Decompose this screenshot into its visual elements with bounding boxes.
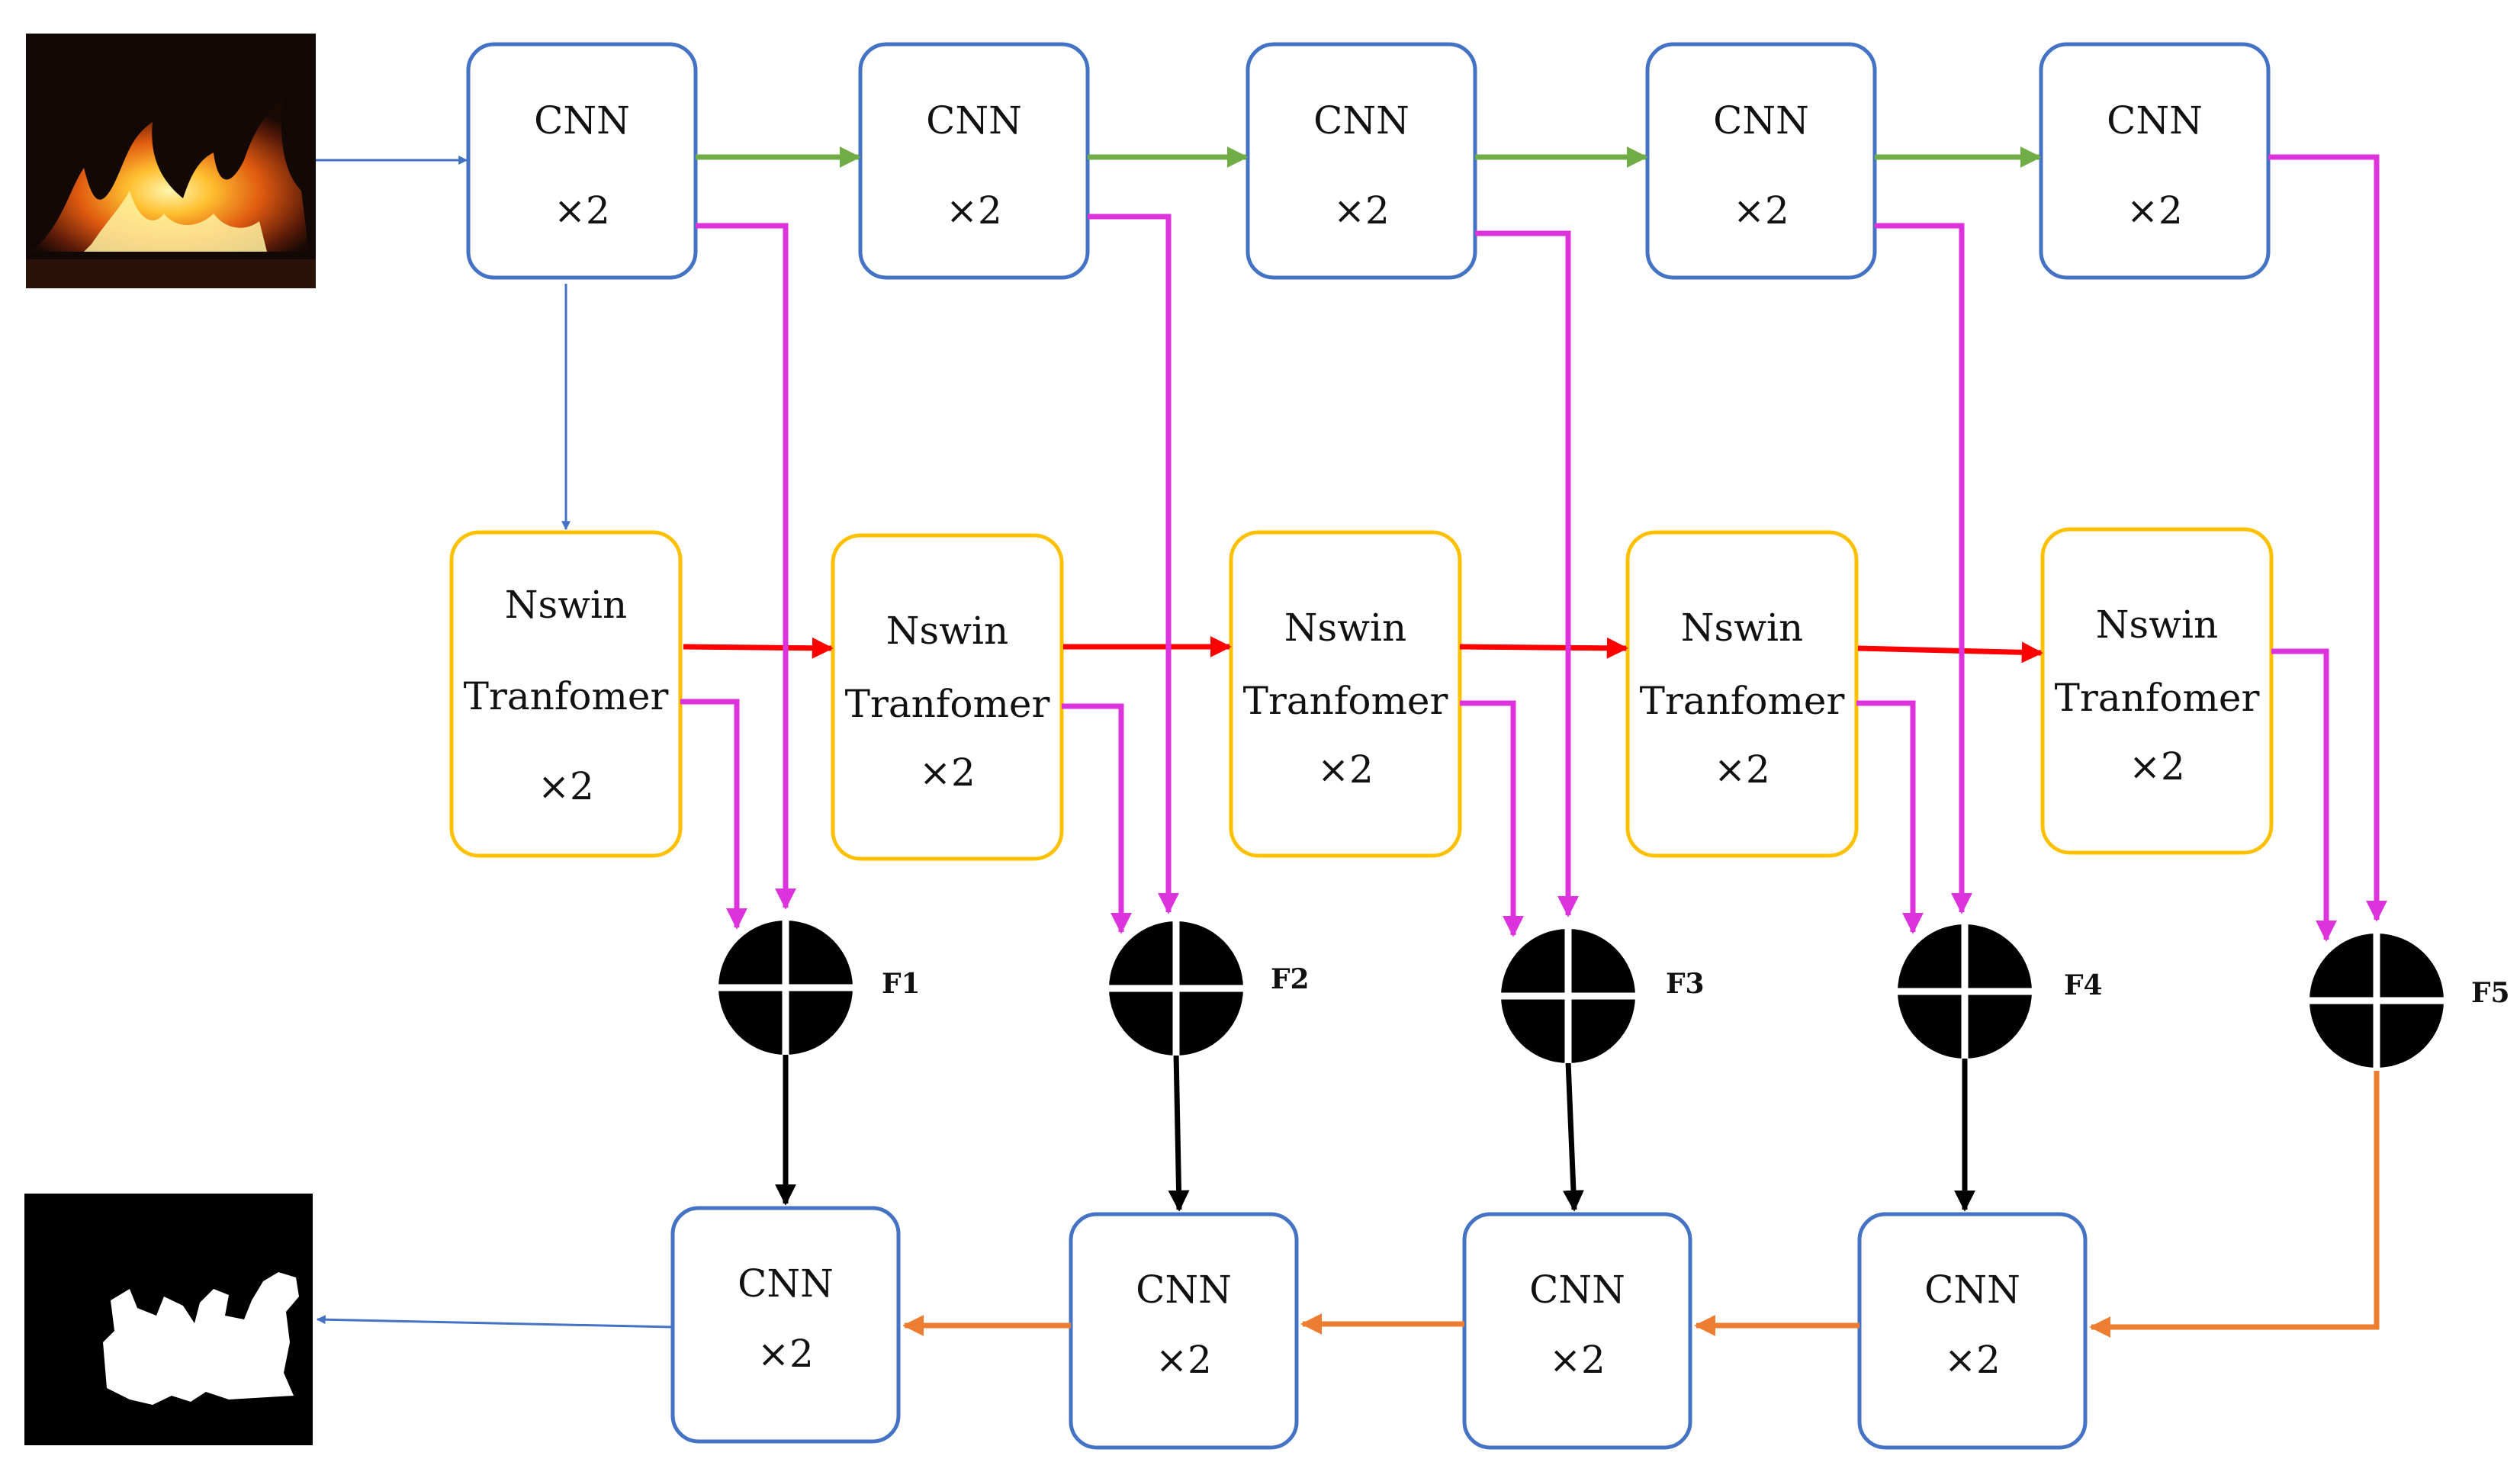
cnn-skip-arrow-3 — [1475, 230, 1579, 917]
cnn-skip-arrow-1 — [696, 223, 796, 910]
block-name: CNN — [926, 98, 1022, 143]
block-repeat: ×2 — [757, 1332, 814, 1376]
encoder-cnn-block-4: CNN ×2 — [1645, 42, 1877, 280]
transformer-block-4: Nswin Tranfomer ×2 — [1625, 530, 1859, 858]
fusion-label: F5 — [2471, 977, 2510, 1009]
block-name: CNN — [534, 98, 630, 143]
block-line1: Nswin — [2096, 603, 2218, 647]
transformer-arrow-3 — [1459, 637, 1628, 659]
fusion-down-arrow-2 — [1168, 1052, 1190, 1212]
block-name: CNN — [1713, 98, 1809, 143]
block-line1: Nswin — [1284, 606, 1406, 650]
transformer-row: Nswin Tranfomer ×2 Nswin Tranfomer ×2 Ns… — [449, 527, 2274, 861]
decoder-arrow-f5 — [2089, 1071, 2380, 1338]
input-image — [26, 34, 316, 288]
fire-mask-icon — [103, 1272, 299, 1405]
transformer-block-3: Nswin Tranfomer ×2 — [1229, 530, 1462, 858]
block-repeat: ×2 — [1156, 1338, 1212, 1382]
transformer-skip-arrow-1 — [680, 699, 747, 930]
output-arrow — [316, 1315, 673, 1329]
fusion-node-3: F3 — [1501, 929, 1705, 1063]
block-repeat: ×2 — [1333, 188, 1390, 233]
block-repeat: ×2 — [946, 188, 1002, 233]
block-repeat: ×2 — [919, 750, 976, 795]
encoder-row: CNN ×2 CNN ×2 CNN ×2 CNN ×2 CNN ×2 — [466, 42, 2271, 280]
decoder-cnn-block-2: CNN ×2 — [1069, 1212, 1299, 1450]
transformer-skip-arrow-3 — [1460, 700, 1524, 937]
block-name: CNN — [2107, 98, 2203, 143]
transformer-block-1: Nswin Tranfomer ×2 — [449, 530, 683, 858]
transformer-arrow-4 — [1857, 641, 2043, 664]
encoder-cnn-block-1: CNN ×2 — [466, 42, 698, 280]
fusion-label: F1 — [882, 968, 921, 1000]
block-name: CNN — [1136, 1268, 1232, 1312]
block-name: CNN — [1313, 98, 1409, 143]
cnn-skip-arrow-2 — [1088, 214, 1179, 914]
fire-photo-icon — [31, 99, 309, 252]
block-repeat: ×2 — [1944, 1338, 2001, 1382]
fusion-node-5: F5 — [2309, 934, 2510, 1068]
block-repeat: ×2 — [554, 188, 610, 233]
encoder-cnn-block-3: CNN ×2 — [1246, 42, 1477, 280]
fusion-label: F3 — [1666, 968, 1705, 1000]
fusion-node-4: F4 — [1898, 924, 2103, 1059]
block-repeat: ×2 — [1714, 747, 1770, 792]
block-line2: Tranfomer — [464, 674, 669, 718]
block-line2: Tranfomer — [1243, 679, 1448, 723]
block-repeat: ×2 — [1317, 747, 1374, 792]
transformer-skip-arrow-5 — [2271, 648, 2337, 942]
block-repeat: ×2 — [1549, 1338, 1606, 1382]
block-line1: Nswin — [886, 609, 1008, 653]
fusion-label: F2 — [1271, 963, 1310, 995]
transformer-arrow-1 — [683, 637, 834, 659]
fusion-down-arrow-3 — [1562, 1061, 1584, 1212]
encoder-cnn-block-5: CNN ×2 — [2039, 42, 2271, 280]
block-name: CNN — [738, 1261, 834, 1306]
transformer-block-2: Nswin Tranfomer ×2 — [831, 533, 1064, 861]
decoder-row: CNN ×2 CNN ×2 CNN ×2 CNN ×2 — [670, 1206, 2088, 1450]
block-line2: Tranfomer — [1640, 679, 1845, 723]
block-line2: Tranfomer — [845, 682, 1050, 726]
output-image — [24, 1194, 313, 1445]
transformer-skip-arrow-2 — [1062, 703, 1132, 934]
transformer-skip-arrow-4 — [1856, 700, 1924, 934]
fusion-label: F4 — [2064, 969, 2103, 1001]
block-name: CNN — [1924, 1268, 2020, 1312]
fusion-node-2: F2 — [1109, 921, 1310, 1056]
block-repeat: ×2 — [2126, 188, 2183, 233]
cnn-skip-arrow-4 — [1875, 223, 1972, 914]
decoder-cnn-block-3: CNN ×2 — [1462, 1212, 1692, 1450]
encoder-cnn-block-2: CNN ×2 — [858, 42, 1090, 280]
fusion-node-1: F1 — [718, 921, 921, 1055]
block-name: CNN — [1529, 1268, 1625, 1312]
block-line2: Tranfomer — [2055, 676, 2260, 720]
block-line1: Nswin — [1681, 606, 1803, 650]
block-repeat: ×2 — [2129, 744, 2185, 789]
block-repeat: ×2 — [1733, 188, 1789, 233]
block-repeat: ×2 — [538, 764, 594, 808]
decoder-cnn-block-1: CNN ×2 — [670, 1206, 901, 1444]
cnn-skip-arrow-5 — [2268, 154, 2387, 922]
decoder-cnn-block-4: CNN ×2 — [1857, 1212, 2088, 1450]
transformer-block-5: Nswin Tranfomer ×2 — [2040, 527, 2274, 855]
fusion-row: F1 F2 F3 F4 F5 — [718, 921, 2510, 1068]
block-line1: Nswin — [505, 583, 627, 627]
